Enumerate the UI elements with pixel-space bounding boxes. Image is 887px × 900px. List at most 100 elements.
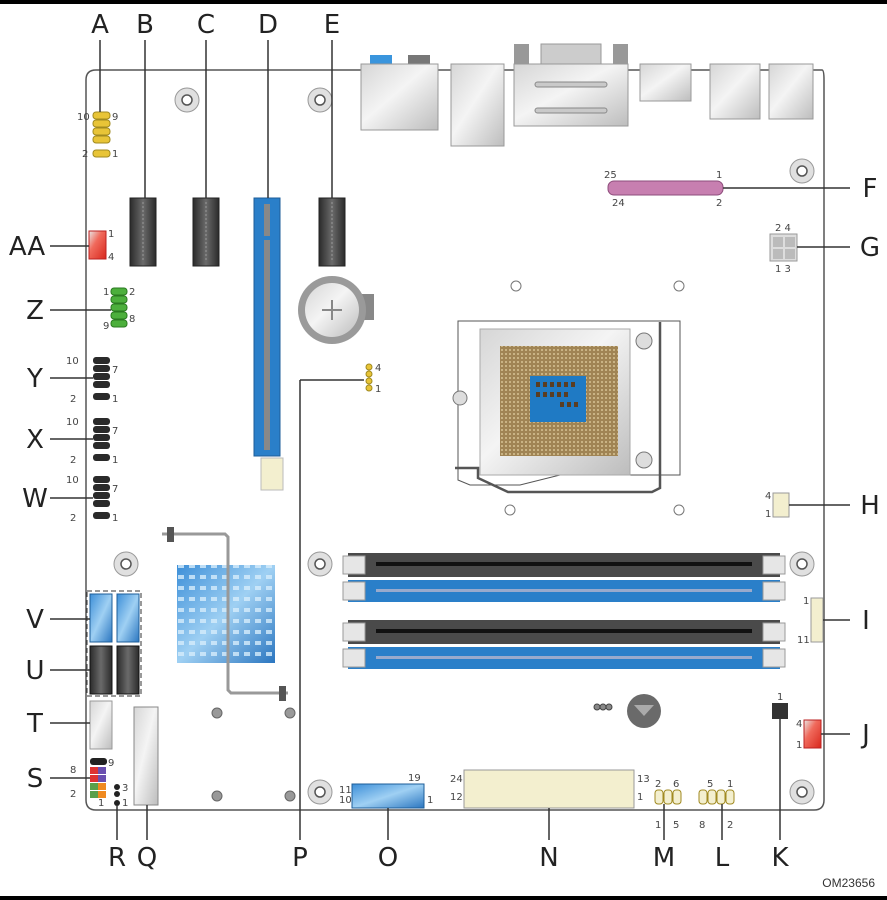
pin-label: 24: [450, 774, 463, 785]
audio-block: [360, 63, 439, 131]
pin-label: 12: [450, 792, 463, 803]
mounting-hole: [113, 551, 139, 577]
callout-g: G: [860, 233, 880, 263]
mounting-hole: [174, 87, 200, 113]
callout-x: X: [26, 425, 44, 455]
pin-label: 2: [82, 149, 88, 160]
header-z: [110, 287, 128, 328]
pin-label: 1: [112, 149, 118, 160]
vga-connector: [513, 63, 629, 127]
leader-lines: [50, 40, 850, 840]
standoffs: [211, 707, 296, 802]
socket-lever: [455, 322, 662, 494]
pin-label: 19: [408, 773, 421, 784]
pin-label: 1: [122, 798, 128, 809]
chipset-heatsink: [162, 527, 288, 701]
pin-label: 11: [339, 785, 352, 796]
pin-label: 8: [699, 820, 705, 831]
dimm-slot-3: [342, 620, 786, 644]
pin-label: 10: [66, 356, 79, 367]
pcie-x16-slot-d: [253, 197, 284, 491]
figure-id-label: OM23656: [822, 876, 875, 890]
callout-c: C: [197, 10, 215, 40]
callout-s: S: [27, 764, 44, 794]
pin-label: 2 4: [775, 223, 791, 234]
sata-port-v1: [89, 593, 113, 643]
callout-r: R: [108, 843, 126, 873]
callout-z: Z: [26, 296, 44, 326]
pin-label: 7: [112, 365, 118, 376]
bottom-border: [0, 896, 887, 900]
fan-header-j: [803, 719, 822, 749]
lan-port: [768, 63, 814, 120]
dimm-slot-2: [342, 580, 786, 602]
pin-label: 2: [70, 394, 76, 405]
pin-label: 13: [637, 774, 650, 785]
mounting-hole: [789, 158, 815, 184]
pin-label: 10: [66, 475, 79, 486]
jumper-k: [772, 703, 788, 719]
pin-label: 1: [655, 820, 661, 831]
vga-top: [540, 43, 602, 65]
pin-label: 2: [716, 198, 722, 209]
header-m: [654, 789, 682, 805]
mounting-hole: [789, 551, 815, 577]
callout-q: Q: [137, 843, 157, 873]
sata-port-v2: [116, 593, 140, 643]
pin-label: 2: [727, 820, 733, 831]
header-w: [93, 476, 110, 519]
dimm-slots: [342, 553, 786, 669]
rear-io-panel: [360, 43, 814, 147]
fan-header-h: [772, 492, 790, 518]
pin-label: 1: [803, 596, 809, 607]
mounting-holes: [113, 87, 815, 805]
pin-label: 6: [673, 779, 679, 790]
pin-label: 2: [129, 287, 135, 298]
sata-port-u1: [89, 645, 113, 695]
sata-ports: [86, 590, 142, 750]
callout-m: M: [653, 843, 675, 873]
callout-f: F: [863, 174, 878, 204]
header-y: [93, 357, 110, 400]
pin-label: 5: [673, 820, 679, 831]
callout-k: K: [771, 843, 789, 873]
pin-label: 1: [112, 455, 118, 466]
pcie-x1-slot-b: [129, 197, 157, 267]
vga-post-right: [613, 44, 628, 64]
atx12v-connector-g: [769, 233, 798, 262]
speaker: [627, 694, 661, 728]
parallel-header-f: [607, 180, 724, 196]
callout-i: I: [862, 606, 870, 636]
usb-stack-1: [450, 63, 505, 147]
pin-label: 4: [375, 363, 381, 374]
pin-label: 4: [108, 252, 114, 263]
pin-label: 9: [112, 112, 118, 123]
pin-label: 4: [796, 719, 802, 730]
pin-label: 5: [707, 779, 713, 790]
header-small-3pin: [593, 703, 613, 711]
pcie-x1-slot-c: [192, 197, 220, 267]
mounting-hole: [307, 779, 333, 805]
callout-o: O: [378, 843, 398, 873]
sata-port-u2: [116, 645, 140, 695]
callout-aa: AA: [9, 232, 46, 262]
pin-label: 9: [103, 321, 109, 332]
jumper-r: [114, 784, 120, 806]
mounting-hole: [789, 779, 815, 805]
callout-w: W: [22, 484, 48, 514]
pin-label: 1: [637, 792, 643, 803]
pin-label: 1: [716, 170, 722, 181]
pin-label: 1: [98, 798, 104, 809]
header-p: [365, 363, 373, 392]
header-l: [698, 789, 735, 805]
callout-j: J: [860, 720, 870, 750]
atx-power-connector-n: [463, 769, 635, 809]
cmos-battery: [298, 276, 374, 344]
pin-label: 8: [129, 314, 135, 325]
header-a: [92, 111, 111, 158]
callout-a: A: [91, 10, 109, 40]
pin-label: 1: [765, 509, 771, 520]
callout-u: U: [25, 656, 44, 686]
hdmi-port: [639, 63, 692, 102]
